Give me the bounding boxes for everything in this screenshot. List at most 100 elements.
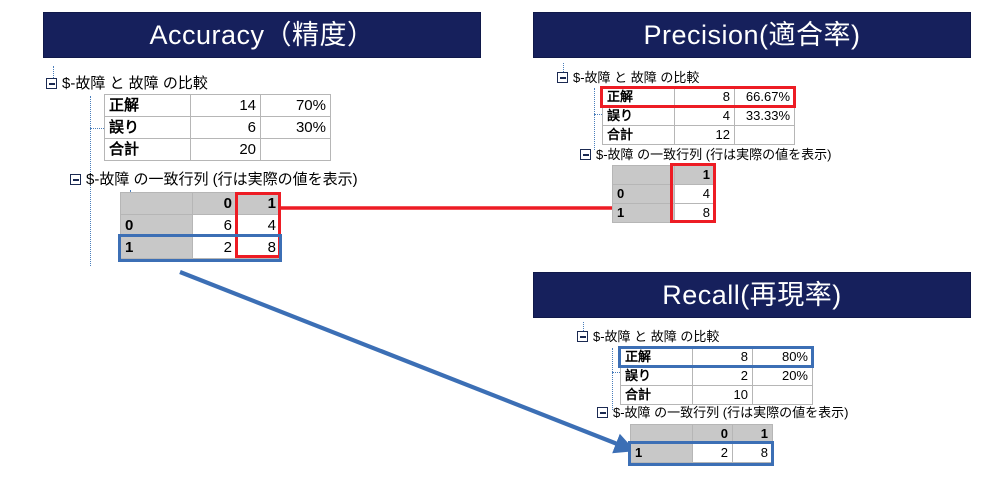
table-row: 1 2 8	[630, 443, 773, 463]
recall-compare-table: 正解 8 80% 誤り 2 20% 合計 10	[620, 347, 813, 405]
table-row: 0 6 4	[120, 214, 281, 237]
recall-matrix-table: 0 1 1 2 8	[630, 424, 773, 463]
cell-rate	[752, 385, 813, 405]
cell-label: 誤り	[620, 366, 693, 386]
cell-label: 正解	[620, 347, 693, 367]
tree-guide-vertical	[594, 88, 595, 150]
cell-row-header: 0	[120, 214, 193, 237]
cell-label: 誤り	[104, 116, 191, 139]
precision-compare-node-label: $-故障 と 故障 の比較	[573, 70, 700, 85]
recall-compare-node-label: $-故障 と 故障 の比較	[593, 329, 720, 344]
accuracy-compare-node-label: $-故障 と 故障 の比較	[62, 75, 208, 92]
cell-value: 2	[692, 443, 733, 463]
cell-count: 4	[674, 106, 735, 126]
cell-count: 8	[692, 347, 753, 367]
cell-count: 10	[692, 385, 753, 405]
cell-count: 12	[674, 125, 735, 145]
tree-guide-horizontal	[90, 128, 104, 129]
cell-row-header: 1	[612, 203, 675, 223]
table-row: 0 1	[630, 424, 773, 444]
table-row: 1	[612, 165, 715, 185]
tree-guide-vertical	[53, 66, 54, 82]
collapse-toggle-icon[interactable]	[557, 72, 568, 83]
cell-row-header: 1	[630, 443, 693, 463]
collapse-toggle-icon[interactable]	[577, 331, 588, 342]
precision-compare-node[interactable]: $-故障 と 故障 の比較	[557, 71, 699, 84]
table-row: 誤り 6 30%	[104, 116, 331, 139]
collapse-toggle-icon[interactable]	[70, 174, 81, 185]
cell-label: 合計	[104, 138, 191, 161]
cell-value: 8	[674, 203, 715, 223]
tree-guide-horizontal	[594, 114, 606, 115]
collapse-toggle-icon[interactable]	[597, 407, 608, 418]
table-row: 正解 8 66.67%	[602, 87, 795, 107]
recall-matrix-node-label: $-故障 の一致行列 (行は実際の値を表示)	[613, 405, 849, 420]
table-row: 正解 8 80%	[620, 347, 813, 367]
cell-value: 8	[732, 443, 773, 463]
table-row: 合計 20	[104, 138, 331, 161]
precision-matrix-table: 1 0 4 1 8	[612, 165, 715, 223]
cell-rate: 30%	[260, 116, 331, 139]
recall-title-banner: Recall(再現率)	[533, 272, 971, 318]
collapse-toggle-icon[interactable]	[46, 78, 57, 89]
cell-corner	[612, 165, 675, 185]
cell-value: 4	[236, 214, 281, 237]
cell-label: 合計	[620, 385, 693, 405]
table-row: 正解 14 70%	[104, 94, 331, 117]
accuracy-compare-table: 正解 14 70% 誤り 6 30% 合計 20	[104, 94, 331, 161]
precision-matrix-node-label: $-故障 の一致行列 (行は実際の値を表示)	[596, 147, 832, 162]
cell-rate: 33.33%	[734, 106, 795, 126]
cell-col-header: 0	[692, 424, 733, 444]
recall-matrix-node[interactable]: $-故障 の一致行列 (行は実際の値を表示)	[597, 406, 848, 419]
cell-corner	[630, 424, 693, 444]
collapse-toggle-icon[interactable]	[580, 149, 591, 160]
cell-count: 20	[190, 138, 261, 161]
cell-rate	[734, 125, 795, 145]
recall-title-text: Recall(再現率)	[662, 279, 842, 310]
cell-value: 2	[192, 236, 237, 259]
cell-count: 14	[190, 94, 261, 117]
cell-value: 8	[236, 236, 281, 259]
table-row: 誤り 4 33.33%	[602, 106, 795, 126]
cell-rate: 20%	[752, 366, 813, 386]
cell-rate: 66.67%	[734, 87, 795, 107]
cell-value: 6	[192, 214, 237, 237]
cell-row-header: 1	[120, 236, 193, 259]
table-row: 誤り 2 20%	[620, 366, 813, 386]
accuracy-matrix-node-label: $-故障 の一致行列 (行は実際の値を表示)	[86, 171, 358, 188]
precision-title-banner: Precision(適合率)	[533, 12, 971, 58]
tree-guide-vertical	[563, 63, 564, 76]
table-row: 合計 10	[620, 385, 813, 405]
tree-guide-vertical	[583, 322, 584, 335]
cell-row-header: 0	[612, 184, 675, 204]
table-row: 1 8	[612, 203, 715, 223]
cell-rate	[260, 138, 331, 161]
cell-value: 4	[674, 184, 715, 204]
tree-guide-vertical	[612, 348, 613, 410]
cell-label: 正解	[602, 87, 675, 107]
cell-rate: 80%	[752, 347, 813, 367]
table-row: 0 4	[612, 184, 715, 204]
cell-col-header: 1	[236, 192, 281, 215]
cell-label: 誤り	[602, 106, 675, 126]
table-row: 合計 12	[602, 125, 795, 145]
cell-label: 正解	[104, 94, 191, 117]
cell-col-header: 0	[192, 192, 237, 215]
tree-guide-vertical	[90, 96, 91, 266]
recall-compare-node[interactable]: $-故障 と 故障 の比較	[577, 330, 719, 343]
tree-guide-horizontal	[612, 372, 624, 373]
cell-corner	[120, 192, 193, 215]
cell-col-header: 1	[674, 165, 715, 185]
cell-col-header: 1	[732, 424, 773, 444]
precision-title-text: Precision(適合率)	[643, 19, 861, 50]
precision-matrix-node[interactable]: $-故障 の一致行列 (行は実際の値を表示)	[580, 148, 831, 161]
accuracy-title-banner: Accuracy（精度）	[43, 12, 481, 58]
accuracy-compare-node[interactable]: $-故障 と 故障 の比較	[46, 76, 208, 91]
accuracy-matrix-node[interactable]: $-故障 の一致行列 (行は実際の値を表示)	[70, 172, 358, 187]
precision-compare-table: 正解 8 66.67% 誤り 4 33.33% 合計 12	[602, 87, 795, 145]
accuracy-matrix-table: 0 1 0 6 4 1 2 8	[120, 192, 281, 259]
table-row: 1 2 8	[120, 236, 281, 259]
cell-count: 6	[190, 116, 261, 139]
table-row: 0 1	[120, 192, 281, 215]
